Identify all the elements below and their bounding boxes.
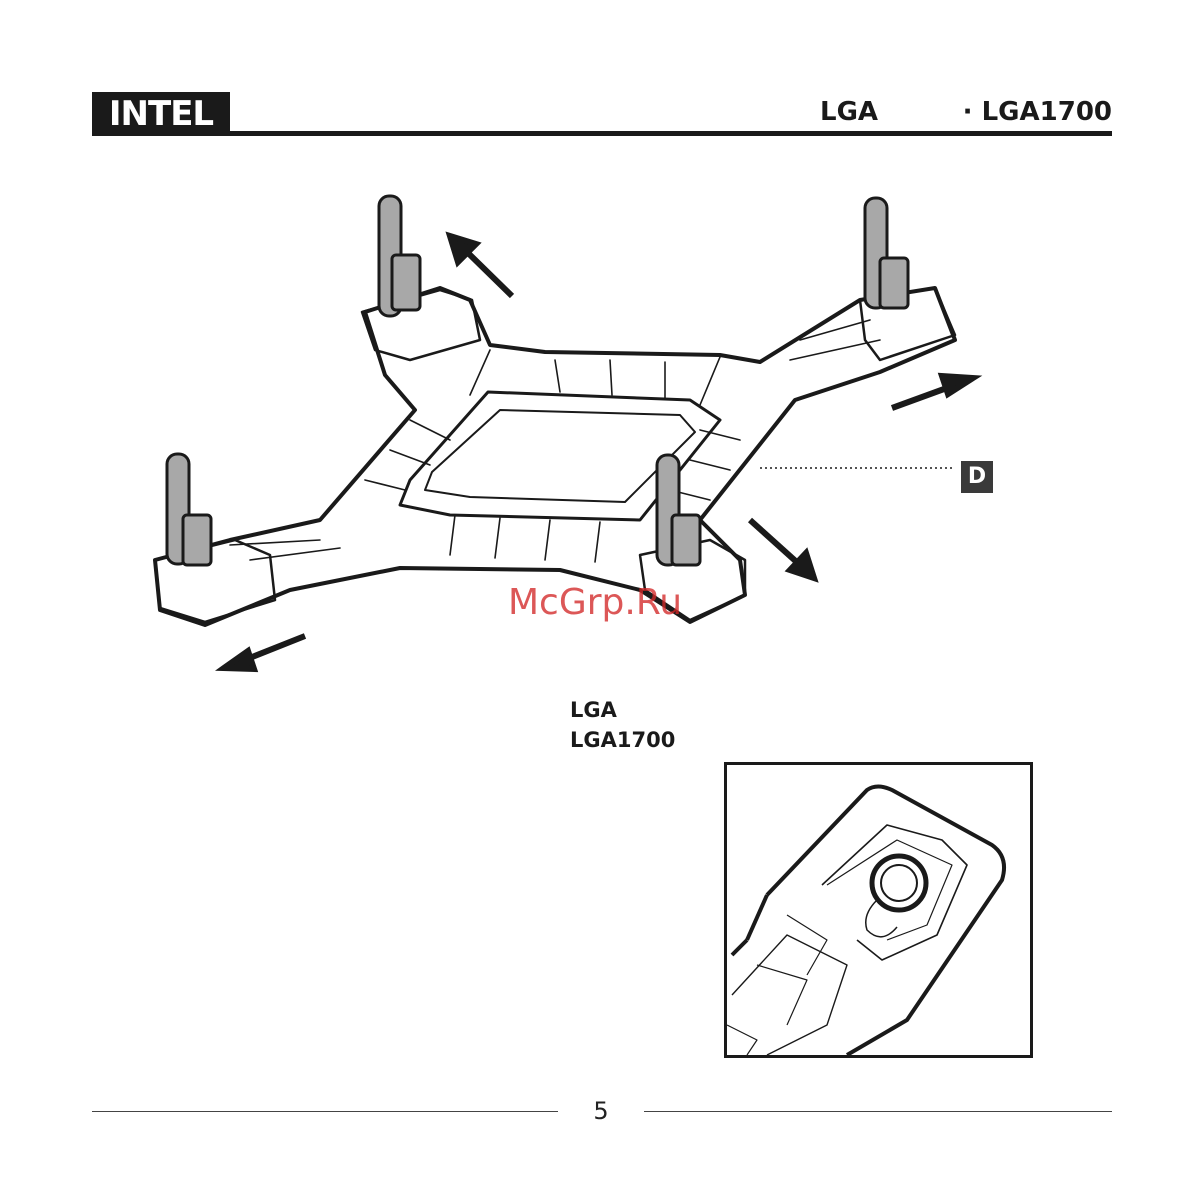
detail-inset [724, 762, 1033, 1058]
callout-label-lga: LGA [570, 697, 617, 723]
arrow-bottom-right [750, 520, 800, 565]
page-number: 5 [560, 1096, 642, 1126]
backplate-outline [155, 288, 955, 625]
footer-rule-right [644, 1111, 1112, 1112]
part-label-d: D [961, 461, 993, 493]
watermark: McGrp.Ru [508, 582, 682, 623]
detail-inset-drawing [727, 765, 1030, 1055]
footer-rule-left [92, 1111, 558, 1112]
callout-label-lga1700: LGA1700 [570, 727, 675, 753]
arrow-top-left [465, 250, 512, 296]
